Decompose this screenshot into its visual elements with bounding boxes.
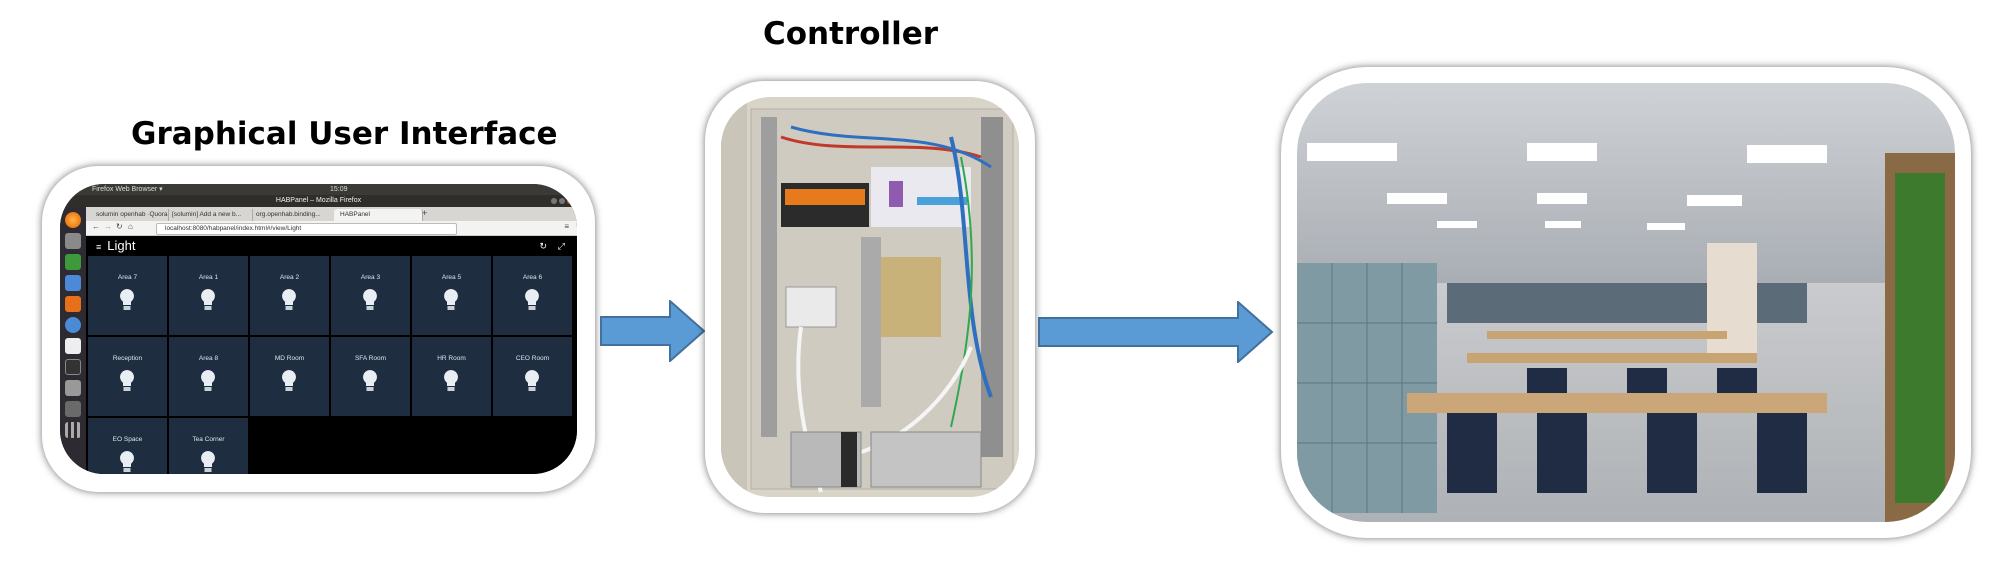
light-tile[interactable]: Area 2 <box>250 256 329 335</box>
window-maximize-icon[interactable] <box>559 198 565 204</box>
light-tile-label: Area 8 <box>198 355 219 362</box>
browser-tab-active[interactable]: HABPanel <box>334 209 423 221</box>
right-arrow-icon <box>600 300 706 362</box>
light-tile[interactable]: EO Space <box>88 418 167 474</box>
lightbulb-icon <box>201 370 215 391</box>
lightbulb-icon <box>525 370 539 391</box>
system-top-bar: Firefox Web Browser ▾ 15:09 <box>60 184 577 195</box>
help-icon[interactable] <box>65 317 81 333</box>
lightbulb-icon <box>120 289 134 310</box>
window-close-icon[interactable] <box>567 198 573 204</box>
top-bar-app-name: Firefox Web Browser ▾ <box>92 186 163 193</box>
gui-title: Graphical User Interface <box>131 116 558 152</box>
office-photo-frame <box>1281 67 1971 538</box>
lightbulb-icon <box>282 289 296 310</box>
light-tile[interactable]: Reception <box>88 337 167 416</box>
dashboard-header: ≡ Light ↻ ⤢ <box>86 236 577 256</box>
lightbulb-icon <box>120 370 134 391</box>
controller-cabinet-photo <box>721 97 1019 497</box>
browser-tabs: solumin openhab ·Quora [solumin] Add a n… <box>86 207 577 221</box>
light-tile-label: Area 2 <box>279 274 300 281</box>
top-bar-clock: 15:09 <box>330 186 348 193</box>
lightbulb-icon <box>363 289 377 310</box>
url-input[interactable]: localhost:8080/habpanel/index.html#/view… <box>156 223 457 235</box>
lightbulb-icon <box>444 370 458 391</box>
settings-icon[interactable] <box>65 254 81 270</box>
terminal-icon[interactable] <box>65 359 81 375</box>
files-icon[interactable] <box>65 233 81 249</box>
fullscreen-icon[interactable]: ⤢ <box>557 241 565 251</box>
disk-icon[interactable] <box>65 380 81 396</box>
new-tab-icon[interactable]: + <box>422 208 428 218</box>
window-title: HABPanel – Mozilla Firefox <box>275 197 362 204</box>
browser-tab[interactable]: org.openhab.binding... <box>250 209 337 221</box>
forward-icon[interactable]: → <box>104 222 112 231</box>
controller-cabinet-illustration <box>721 97 1019 497</box>
menu-icon[interactable]: ≡ <box>564 222 569 231</box>
light-tile[interactable]: Area 7 <box>88 256 167 335</box>
light-tile-label: SFA Room <box>354 355 387 362</box>
refresh-icon[interactable]: ↻ <box>539 241 547 251</box>
hamburger-icon[interactable]: ≡ <box>96 242 102 252</box>
light-tile-label: Area 6 <box>522 274 543 281</box>
lightbulb-icon <box>201 451 215 472</box>
launcher-sidebar <box>60 207 86 474</box>
light-tile[interactable]: SFA Room <box>331 337 410 416</box>
controller-photo-frame <box>705 81 1035 513</box>
habpanel-dashboard: ≡ Light ↻ ⤢ Area 7 Area 1 Area 2 Area 3 Area … <box>86 236 577 474</box>
home-icon[interactable]: ⌂ <box>128 222 133 231</box>
light-tile-label: Reception <box>112 355 143 362</box>
window-minimize-icon[interactable] <box>551 198 557 204</box>
reload-icon[interactable]: ↻ <box>116 222 123 231</box>
light-tile-label: HR Room <box>437 355 466 362</box>
document-icon[interactable] <box>65 275 81 291</box>
light-tile-label: Area 7 <box>117 274 138 281</box>
dashboard-title: Light <box>107 238 136 253</box>
light-tile[interactable]: Area 3 <box>331 256 410 335</box>
light-tile-label: Tea Corner <box>192 436 225 443</box>
browser-tab[interactable]: [solumin] Add a new b... <box>166 209 253 221</box>
software-center-icon[interactable] <box>65 296 81 312</box>
light-tile[interactable]: HR Room <box>412 337 491 416</box>
office-render-photo <box>1297 83 1955 522</box>
light-tile[interactable]: MD Room <box>250 337 329 416</box>
controller-title: Controller <box>763 16 939 52</box>
light-tile-label: CEO Room <box>515 355 550 362</box>
light-tile-label: Area 5 <box>441 274 462 281</box>
light-tile-label: MD Room <box>274 355 305 362</box>
light-tile-label: Area 3 <box>360 274 381 281</box>
window-title-bar: HABPanel – Mozilla Firefox <box>60 195 577 207</box>
apps-grid-icon[interactable] <box>65 422 81 438</box>
lightbulb-icon <box>363 370 377 391</box>
light-tile-label: EO Space <box>112 436 143 443</box>
back-icon[interactable]: ← <box>92 222 100 231</box>
lightbulb-icon <box>444 289 458 310</box>
light-tile-label: Area 1 <box>198 274 219 281</box>
gui-screenshot-frame: Firefox Web Browser ▾ 15:09 HABPanel – M… <box>42 166 595 492</box>
light-tile[interactable]: CEO Room <box>493 337 572 416</box>
firefox-icon[interactable] <box>65 212 81 228</box>
light-tile[interactable]: Area 1 <box>169 256 248 335</box>
url-bar: ← → ↻ ⌂ localhost:8080/habpanel/index.ht… <box>86 221 577 236</box>
amazon-icon[interactable] <box>65 338 81 354</box>
browser-tab[interactable]: solumin openhab ·Quora <box>90 209 169 221</box>
lightbulb-icon <box>120 451 134 472</box>
light-tile[interactable]: Area 8 <box>169 337 248 416</box>
office-interior-illustration <box>1297 83 1955 522</box>
trash-icon[interactable] <box>65 401 81 417</box>
light-tile[interactable]: Area 5 <box>412 256 491 335</box>
light-tile[interactable]: Tea Corner <box>169 418 248 474</box>
right-arrow-icon <box>1038 301 1274 363</box>
lightbulb-icon <box>525 289 539 310</box>
lightbulb-icon <box>282 370 296 391</box>
light-tile[interactable]: Area 6 <box>493 256 572 335</box>
gui-screen: Firefox Web Browser ▾ 15:09 HABPanel – M… <box>60 184 577 474</box>
lightbulb-icon <box>201 289 215 310</box>
